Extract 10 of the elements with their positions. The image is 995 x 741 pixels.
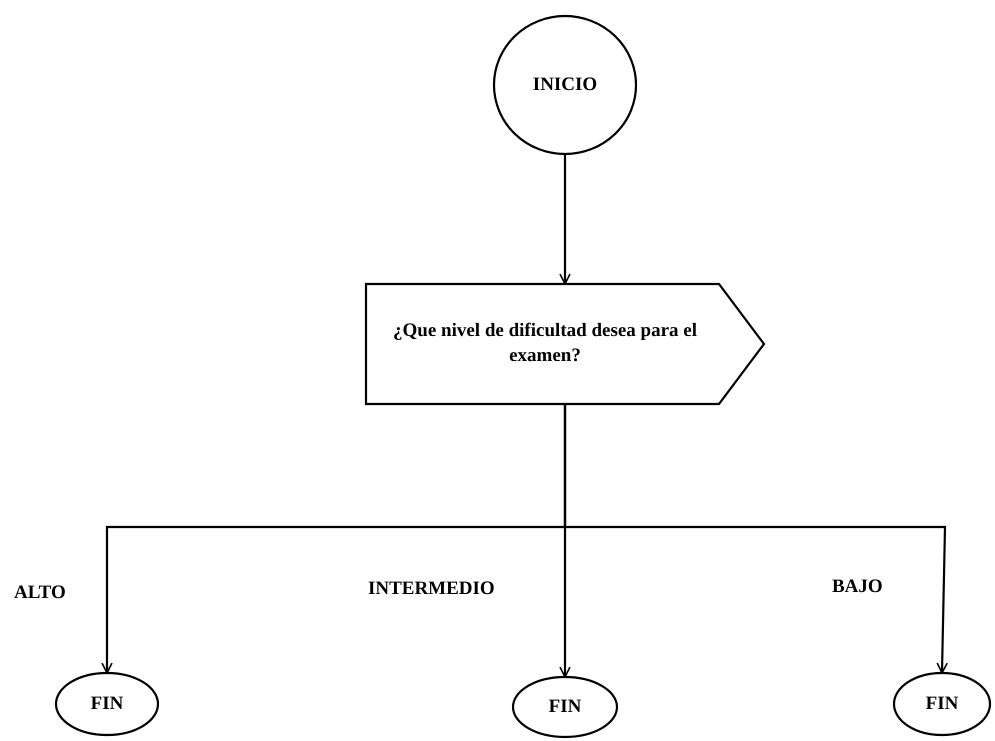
edge-label: INTERMEDIO bbox=[368, 578, 495, 600]
edge-label: ALTO bbox=[14, 582, 66, 604]
arrow bbox=[564, 405, 948, 674]
node-label: FIN bbox=[926, 692, 958, 716]
edge-label: BAJO bbox=[832, 576, 883, 598]
node-label: INICIO bbox=[532, 72, 598, 97]
node-label: FIN bbox=[548, 694, 582, 719]
arrow bbox=[559, 155, 571, 285]
node-label: ¿Que nivel de dificultad desea para el examen? bbox=[392, 319, 698, 368]
node-label: FIN bbox=[90, 692, 124, 716]
